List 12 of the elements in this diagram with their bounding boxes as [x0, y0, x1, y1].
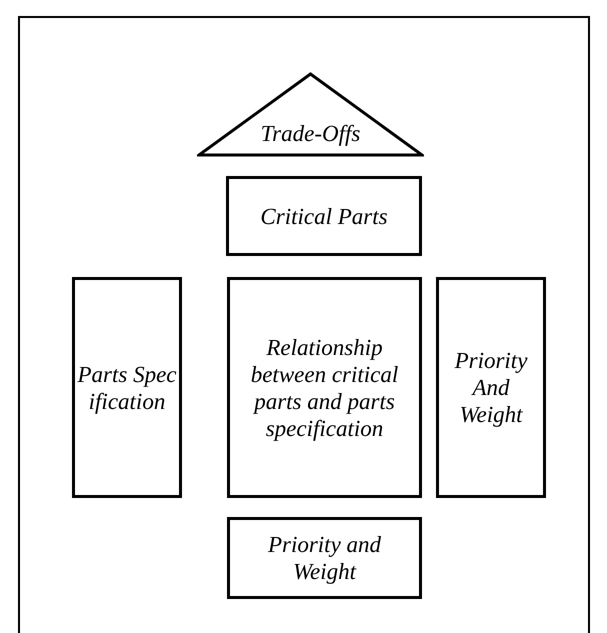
node-label: Critical Parts [259, 202, 389, 230]
node-label: Relationship between critical parts and parts specification [250, 334, 400, 442]
process-box [436, 277, 546, 498]
process-box [227, 517, 422, 599]
triangle-roof [197, 72, 424, 157]
node-label: Priority and Weight [266, 531, 382, 585]
process-box [227, 277, 422, 498]
node-label: Trade-Offs [260, 120, 362, 147]
process-box [226, 176, 422, 256]
process-box [72, 277, 182, 498]
node-label: Parts Specification [76, 360, 178, 414]
node-label: Priority And Weight [454, 347, 528, 428]
